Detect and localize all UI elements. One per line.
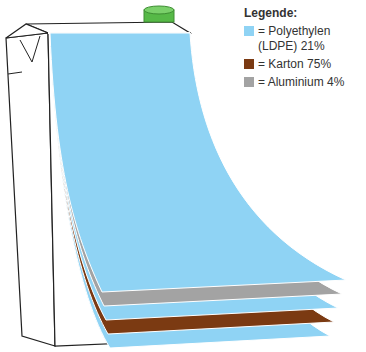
cap-top — [144, 6, 174, 14]
carton-side — [6, 33, 55, 346]
carton-fold — [8, 72, 22, 74]
carton-gable — [6, 24, 48, 38]
carton-top — [26, 22, 190, 33]
legend-entry: = Polyethylen (LDPE) 21% — [244, 24, 362, 54]
legend-swatch — [244, 26, 254, 36]
carton-fold — [20, 36, 40, 62]
legend-text: = Polyethylen (LDPE) 21% — [258, 24, 362, 54]
legend-entry: = Karton 75% — [244, 57, 362, 72]
legend-text: = Karton 75% — [258, 57, 362, 72]
material-layer — [48, 33, 346, 292]
legend-swatch — [244, 77, 254, 87]
legend-title: Legende: — [244, 6, 362, 20]
legend-swatch — [244, 59, 254, 69]
legend-entry: = Aluminium 4% — [244, 75, 362, 90]
legend: Legende: = Polyethylen (LDPE) 21% = Karton… — [244, 6, 362, 93]
legend-text: = Aluminium 4% — [258, 75, 362, 90]
